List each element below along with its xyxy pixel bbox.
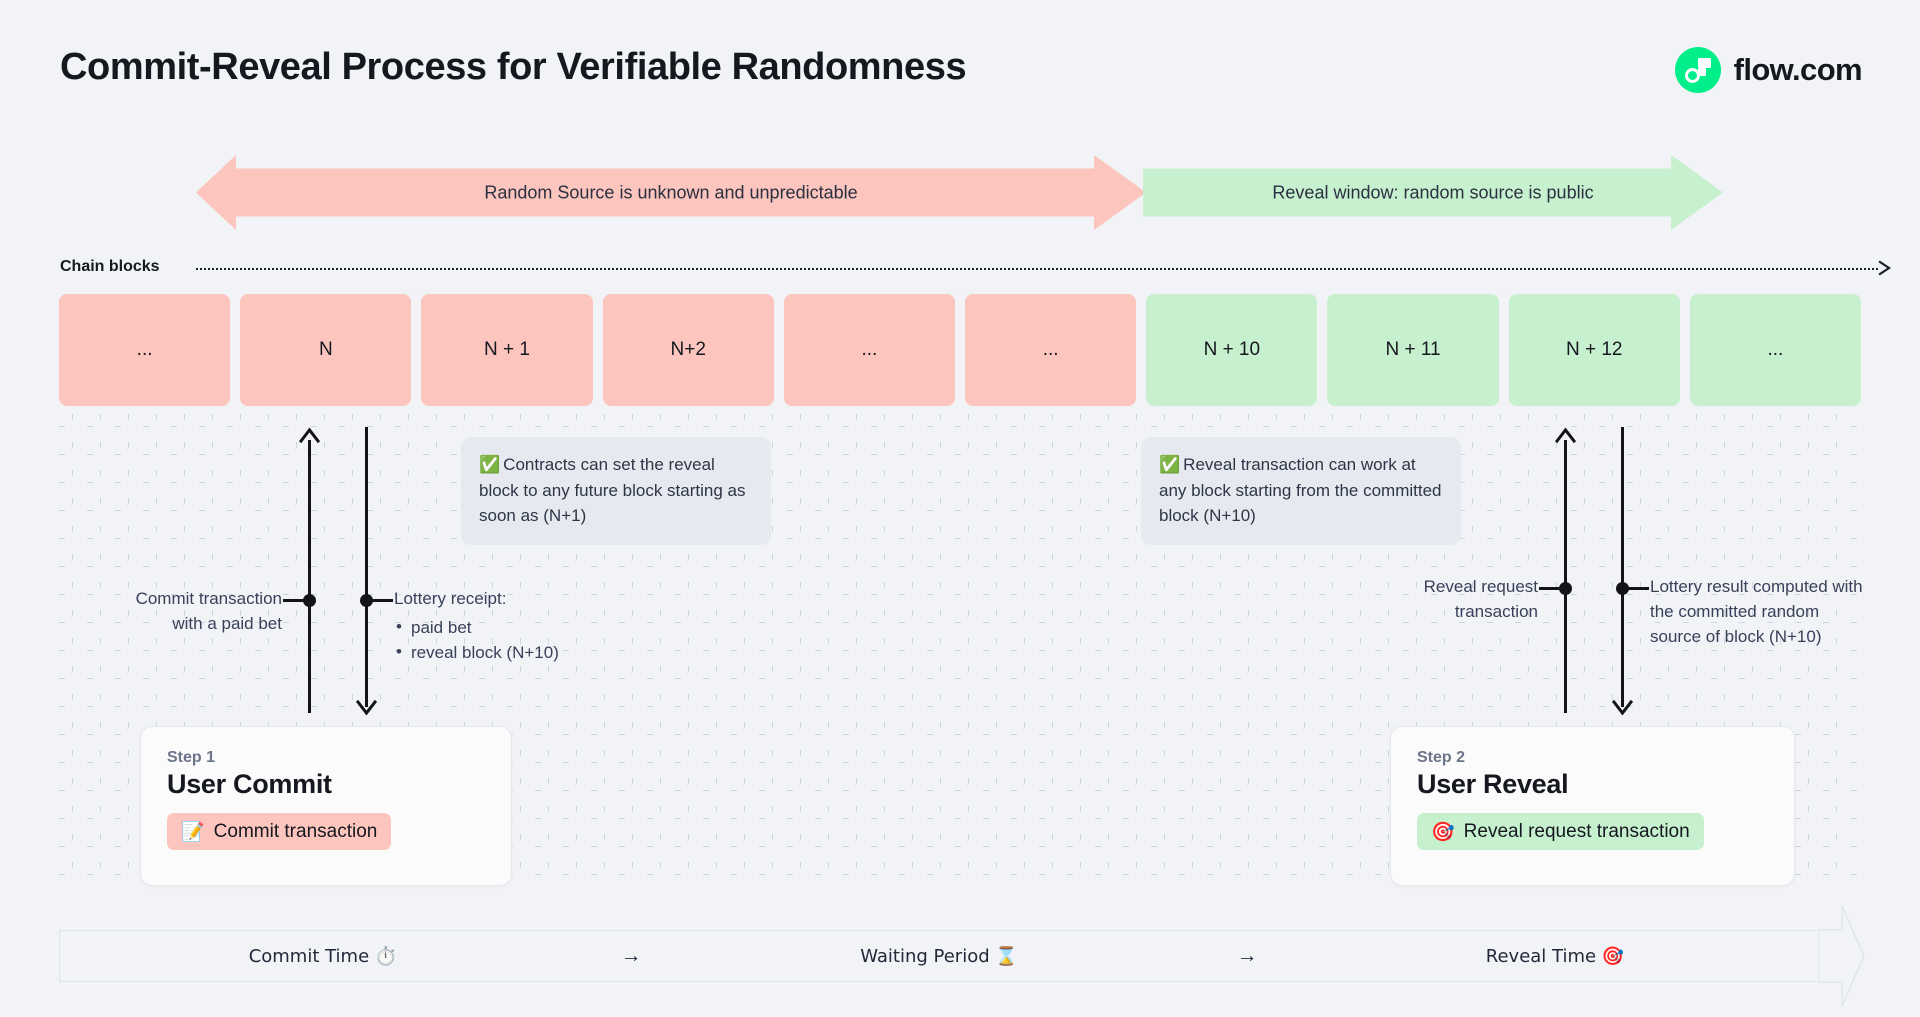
step-1-kicker: Step 1 [167, 749, 216, 766]
list-item: reveal block (N+10) [394, 640, 674, 666]
page-title: Commit-Reveal Process for Verifiable Ran… [60, 46, 967, 88]
timeline-arrow-icon: → [1236, 944, 1258, 967]
arrow-down-icon [1611, 698, 1634, 716]
step-card-user-commit[interactable]: Step 1 User Commit 📝 Commit transaction [140, 726, 512, 886]
reveal-request-annotation: Reveal request transaction [1330, 575, 1538, 625]
arrow-up-icon [298, 427, 321, 444]
arrow-down-icon [355, 698, 378, 716]
reveal-request-line1: Reveal request [1423, 577, 1538, 596]
chain-block[interactable]: N+2 [602, 294, 774, 406]
chain-blocks-label: Chain blocks [60, 258, 160, 275]
receipt-connector-line [365, 427, 368, 707]
timeline-arrow-icon: → [620, 944, 642, 967]
chain-blocks-row: ... N N + 1 N+2 ... ... N + 10 N + 11 N … [59, 294, 1862, 406]
commit-annotation-line1: Commit transaction [135, 589, 282, 608]
flow-logo-icon [1674, 47, 1721, 93]
reveal-request-transaction-chip[interactable]: 🎯 Reveal request transaction [1417, 813, 1704, 850]
lottery-result-annotation: Lottery result computed with the committ… [1650, 577, 1863, 646]
timeline-footer: Commit Time ⏱️ → Waiting Period ⌛ → Reve… [59, 930, 1819, 982]
reveal-callout-text: Reveal transaction can work at any block… [1159, 455, 1442, 526]
reveal-request-connector-line [1564, 440, 1567, 713]
commit-node-stub [283, 599, 305, 602]
timeline-segment-waiting-period: Waiting Period ⌛ [860, 945, 1018, 967]
commit-transaction-chip-label: Commit transaction [213, 820, 378, 842]
lottery-receipt-annotation: Lottery receipt: paid bet reveal block (… [394, 587, 674, 666]
reveal-callout: ✅Reveal transaction can work at any bloc… [1141, 437, 1461, 546]
arrow-head-right-icon [1818, 902, 1866, 1010]
lottery-result-node-stub [1627, 587, 1649, 590]
lottery-result-node-dot [1616, 582, 1629, 595]
step-card-user-reveal[interactable]: Step 2 User Reveal 🎯 Reveal request tran… [1390, 726, 1795, 886]
chain-block[interactable]: ... [783, 294, 956, 406]
dart-target-icon: 🎯 [1431, 821, 1455, 843]
commit-connector-line [308, 440, 311, 713]
chain-block[interactable]: N + 10 [1146, 294, 1318, 406]
check-mark-button-icon: ✅ [1159, 455, 1181, 475]
list-item: paid bet [394, 615, 674, 641]
commit-annotation-line2: with a paid bet [172, 613, 282, 633]
phase-reveal-arrow: Reveal window: random source is public [1143, 155, 1723, 230]
chain-rail-dotted-line [196, 268, 1878, 270]
chain-block[interactable]: N + 11 [1327, 294, 1499, 406]
commit-callout-text: Contracts can set the reveal block to an… [479, 455, 746, 526]
lottery-receipt-list: paid bet reveal block (N+10) [394, 615, 674, 666]
step-2-kicker: Step 2 [1417, 749, 1466, 766]
receipt-node-dot [360, 594, 373, 607]
receipt-node-stub [371, 599, 393, 602]
chain-block[interactable]: ... [965, 294, 1137, 406]
chain-rail: Chain blocks [0, 258, 1920, 286]
commit-transaction-annotation: Commit transaction with a paid bet [60, 587, 282, 637]
commit-node-dot [303, 594, 316, 607]
check-mark-button-icon: ✅ [479, 455, 501, 475]
lottery-result-connector-line [1621, 427, 1624, 707]
dotted-arrow-right-icon [1878, 260, 1892, 276]
phase-band: Random Source is unknown and unpredictab… [0, 155, 1920, 230]
brand-lockup: flow.com [1674, 47, 1863, 93]
chain-block[interactable]: N + 12 [1508, 294, 1680, 406]
commit-transaction-chip[interactable]: 📝 Commit transaction [167, 813, 392, 850]
phase-unknown-arrow: Random Source is unknown and unpredictab… [196, 155, 1146, 230]
reveal-request-node-dot [1559, 582, 1572, 595]
reveal-request-chip-label: Reveal request transaction [1463, 820, 1690, 842]
timeline-segment-reveal-time: Reveal Time 🎯 [1485, 945, 1625, 967]
phase-unknown-label: Random Source is unknown and unpredictab… [484, 182, 858, 202]
phase-reveal-label: Reveal window: random source is public [1272, 182, 1594, 202]
memo-icon: 📝 [181, 821, 205, 843]
step-2-title: User Reveal [1417, 769, 1569, 799]
chain-block[interactable]: N [240, 294, 412, 406]
chain-block[interactable]: ... [1689, 294, 1862, 406]
chain-block[interactable]: ... [59, 294, 231, 406]
chain-block[interactable]: N + 1 [421, 294, 593, 406]
arrow-up-icon [1554, 427, 1577, 444]
step-1-title: User Commit [167, 769, 332, 799]
commit-callout: ✅Contracts can set the reveal block to a… [461, 437, 771, 546]
reveal-request-line2: transaction [1454, 601, 1538, 621]
timeline-segment-commit-time: Commit Time ⏱️ [248, 945, 398, 967]
lottery-receipt-title: Lottery receipt: [394, 589, 507, 608]
reveal-request-node-stub [1539, 587, 1561, 590]
brand-name: flow.com [1733, 52, 1863, 87]
